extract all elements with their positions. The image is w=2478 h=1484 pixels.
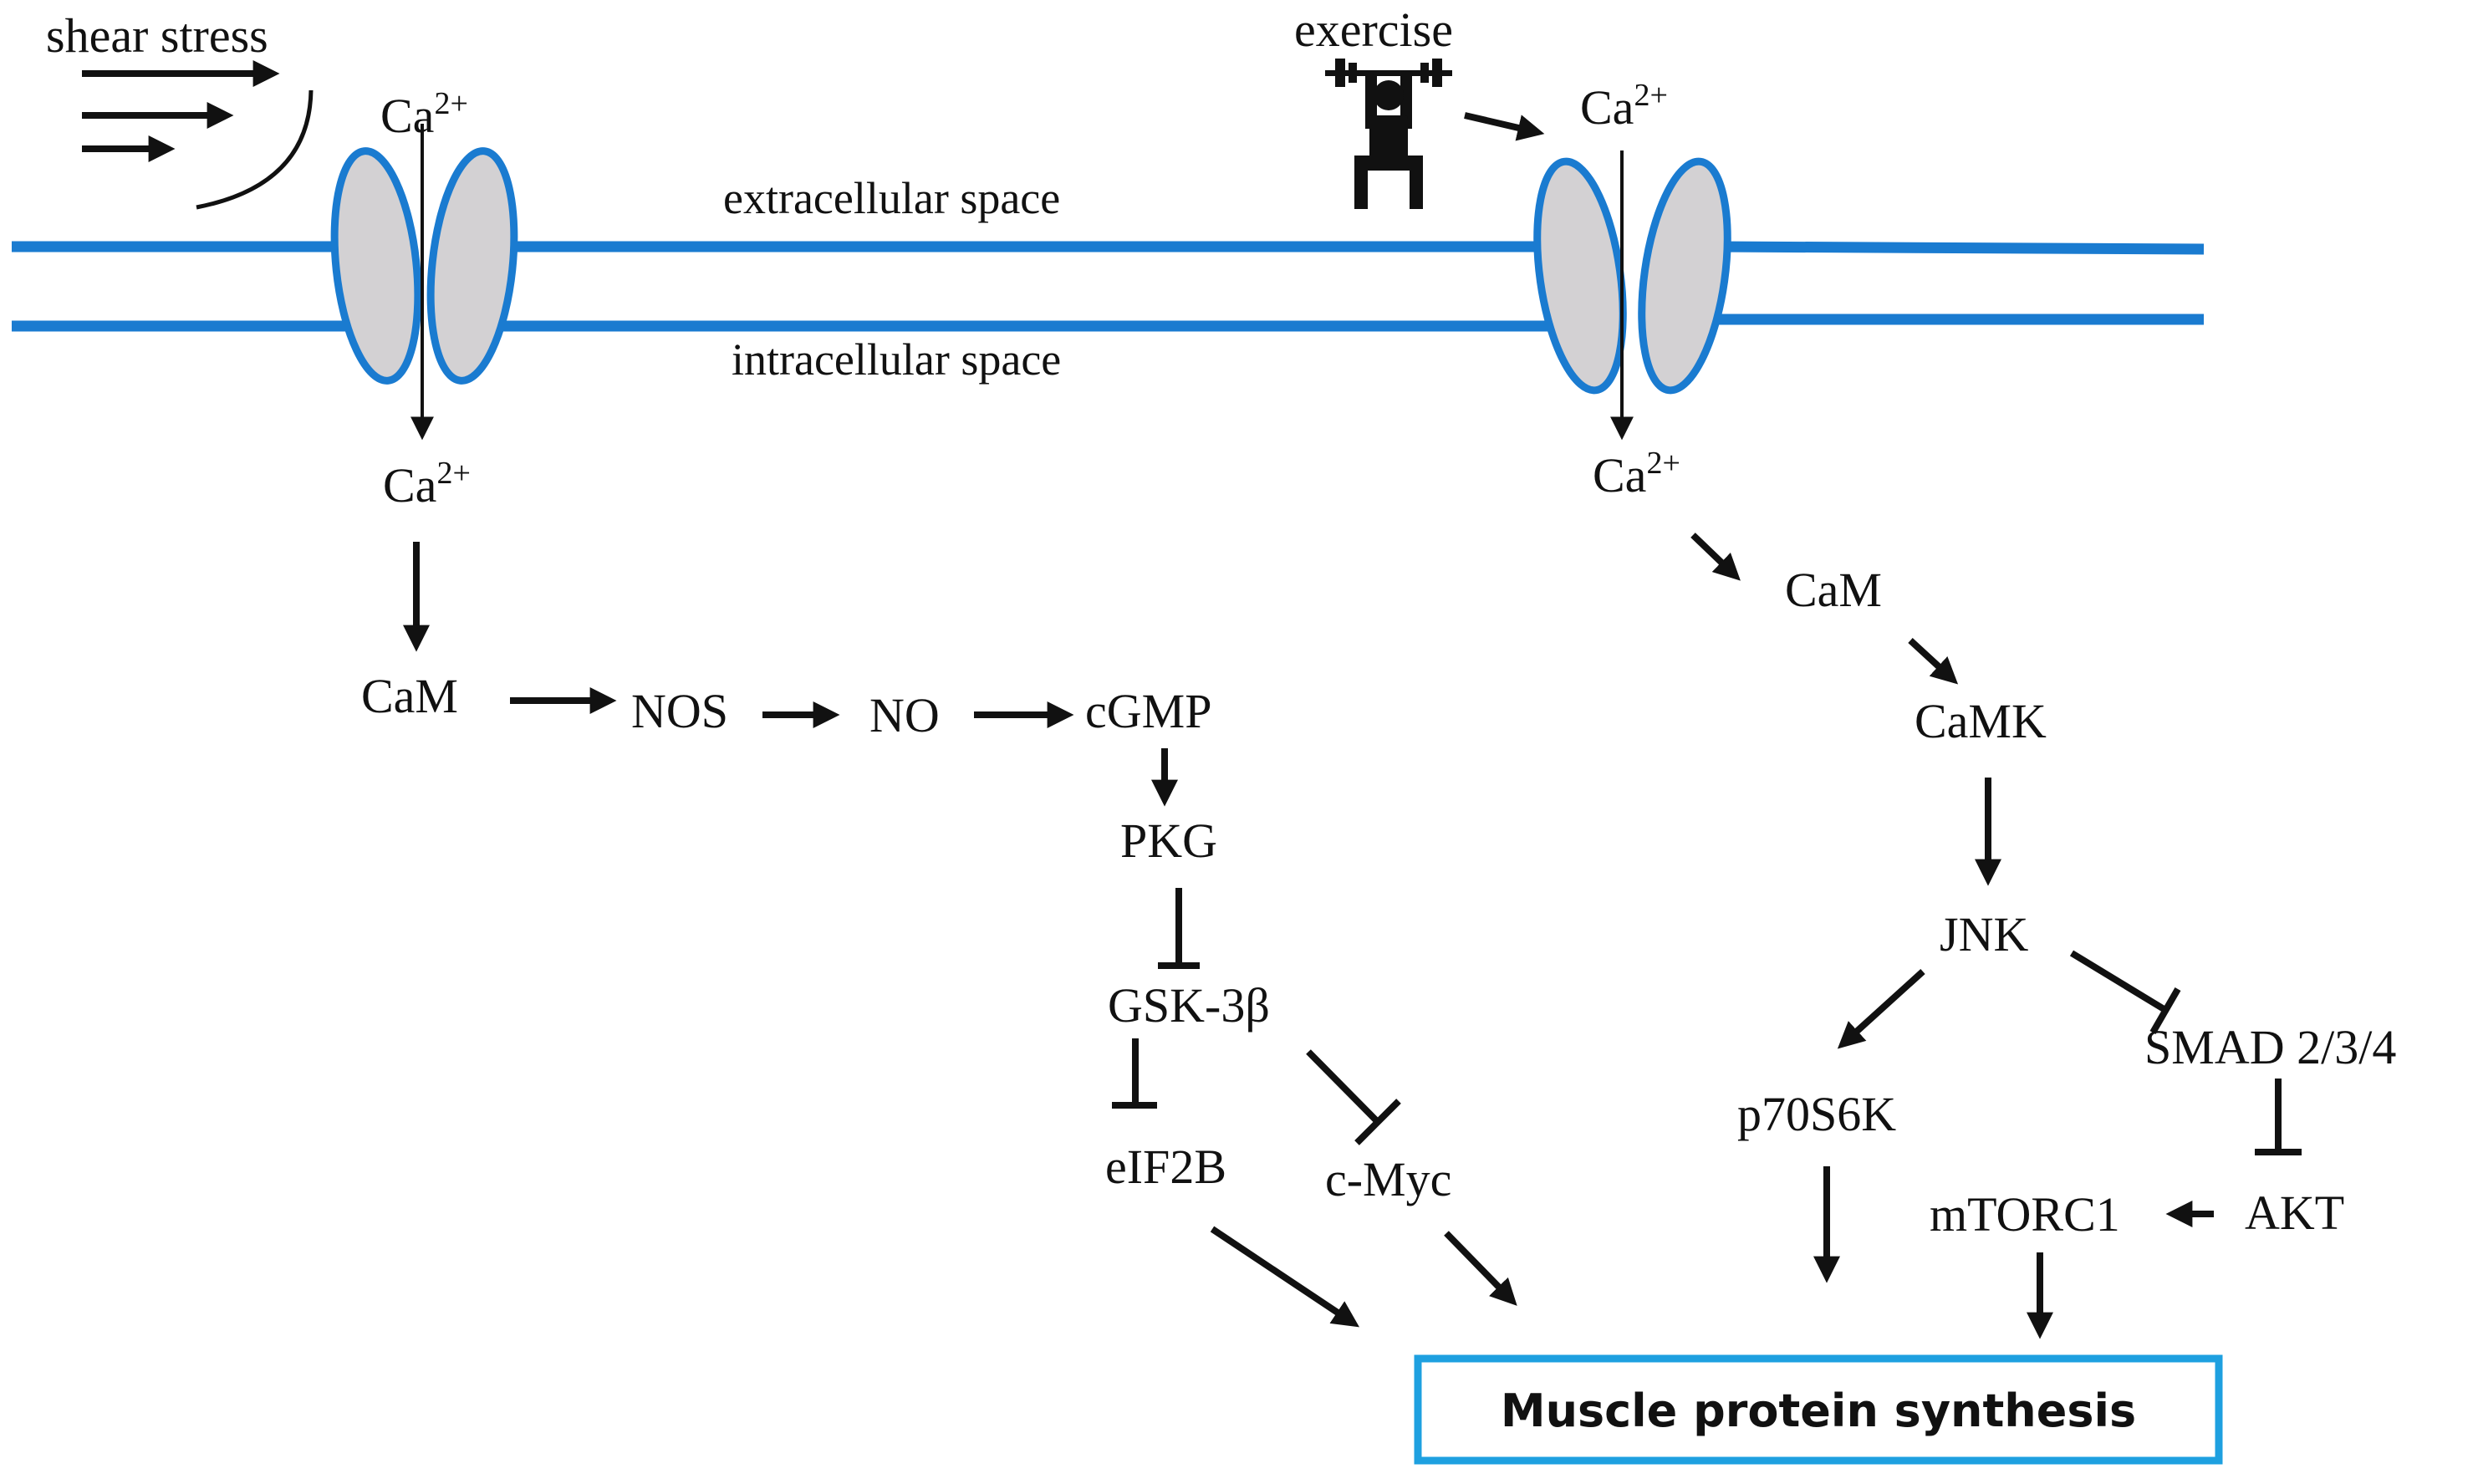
node-gsk3b: GSK-3β [1108,978,1270,1033]
arrow-cmyc-to-output [1444,1231,1517,1306]
node-cam-right: CaM [1785,563,1882,617]
node-cmyc: c-Myc [1325,1152,1451,1206]
arrow-jnk-to-p70s6k [1837,969,1925,1049]
calcium-channel-left [330,124,518,441]
node-no: NO [869,688,940,742]
node-mtorc1: mTORC1 [1930,1187,2120,1242]
inhibit-gsk3b-eif2b [1112,1038,1157,1109]
calcium-intracellular-right: Ca2+ [1593,446,1680,502]
inhibit-jnk-smad [2069,950,2181,1034]
calcium-extracellular-left: Ca2+ [380,86,468,143]
calcium-intracellular-left: Ca2+ [383,456,471,513]
arrow-eif2b-to-output [1210,1226,1359,1328]
node-cam-left: CaM [361,669,458,723]
arrow-cam-to-camk [1908,638,1959,685]
node-jnk: JNK [1940,907,2028,961]
node-eif2b: eIF2B [1105,1140,1226,1194]
calcium-channel-right [1533,150,1731,441]
calcium-extracellular-right: Ca2+ [1580,78,1668,135]
exercise-label: exercise [1294,3,1453,57]
muscle-protein-synthesis-box: Muscle protein synthesis [1414,1354,2223,1465]
output-label: Muscle protein synthesis [1501,1385,2136,1437]
node-camk: CaMK [1915,694,2047,748]
inhibit-gsk3b-cmyc [1306,1049,1401,1145]
arrow-ca-to-cam-right [1690,533,1741,581]
node-cgmp: cGMP [1085,684,1211,738]
node-akt: AKT [2245,1186,2344,1240]
node-smad: SMAD 2/3/4 [2144,1020,2396,1074]
weightlifter-icon [1325,59,1452,209]
extracellular-space-label: extracellular space [723,173,1060,223]
node-pkg: PKG [1120,813,1217,868]
node-nos: NOS [631,684,728,738]
inhibit-pkg-gsk3b [1158,888,1200,969]
shear-flow-arrows-icon [82,60,314,210]
node-p70s6k: p70S6K [1737,1087,1896,1141]
shear-stress-label: shear stress [46,8,268,63]
cell-membrane [12,241,2205,332]
intracellular-space-label: intracellular space [732,334,1061,385]
inhibit-smad-akt [2255,1079,2302,1155]
